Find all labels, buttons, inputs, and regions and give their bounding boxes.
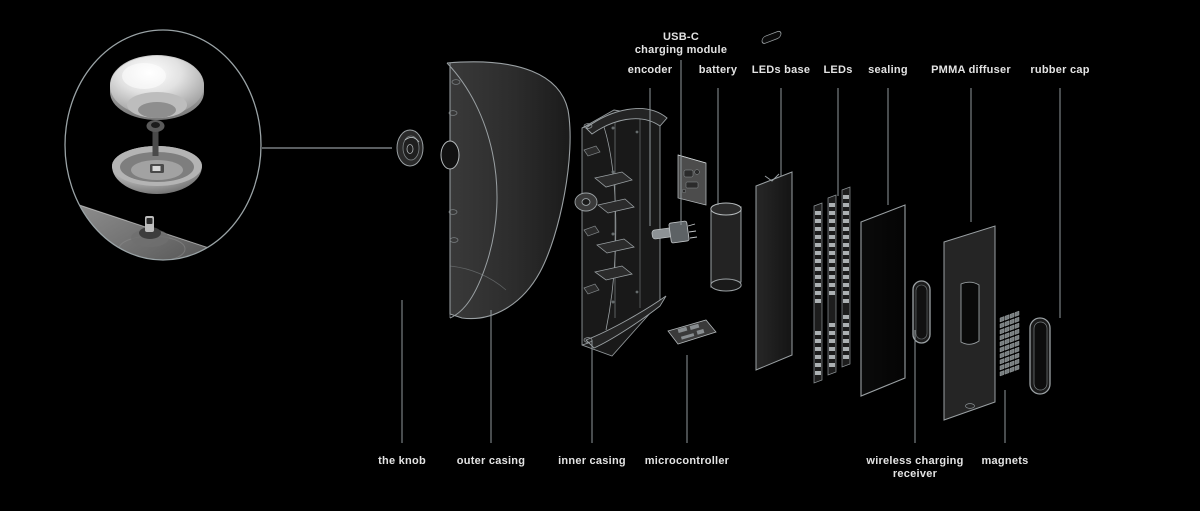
label-text-pmma: PMMA diffuser bbox=[931, 64, 1011, 76]
label-text-microcontroller: microcontroller bbox=[644, 455, 730, 467]
component-the-knob bbox=[396, 129, 424, 167]
component-wireless-charging-receiver bbox=[912, 280, 931, 344]
component-leds-base bbox=[755, 30, 793, 371]
component-leds bbox=[813, 186, 851, 384]
label-text-outer-casing: outer casing bbox=[456, 455, 526, 467]
component-encoder bbox=[651, 220, 698, 244]
label-sealing: sealing bbox=[868, 64, 908, 77]
label-inner-casing: inner casing bbox=[558, 455, 626, 468]
component-magnets bbox=[999, 310, 1020, 377]
knob-detail-magnifier bbox=[64, 29, 262, 261]
label-text-the-knob: the knob bbox=[378, 455, 426, 467]
inner-casing-encoder-seat bbox=[574, 192, 598, 212]
label-text2-wireless-rx: receiver bbox=[892, 468, 938, 480]
label-pmma: PMMA diffuser bbox=[931, 64, 1011, 77]
led-chips-2 bbox=[829, 203, 835, 367]
component-outer-casing bbox=[440, 61, 571, 320]
leader-lines bbox=[401, 60, 1061, 443]
label-text-leds-base: LEDs base bbox=[751, 64, 811, 76]
component-inner-casing bbox=[574, 108, 668, 357]
label-leds: LEDs bbox=[823, 64, 852, 77]
magnifier-ring bbox=[64, 29, 262, 261]
component-usb-c-charging-module bbox=[677, 154, 707, 206]
component-sealing bbox=[860, 204, 906, 397]
label-leds-base: LEDs base bbox=[752, 64, 811, 77]
label-text-usb-c: USB-C bbox=[662, 31, 700, 43]
component-battery bbox=[710, 202, 742, 292]
label-text-sealing: sealing bbox=[868, 64, 908, 76]
label-text-rubber-cap: rubber cap bbox=[1030, 64, 1090, 76]
label-outer-casing: outer casing bbox=[457, 455, 525, 468]
led-chips-3 bbox=[843, 195, 849, 359]
led-chips-1 bbox=[815, 211, 821, 375]
label-text-leds: LEDs bbox=[823, 64, 853, 76]
knob-base-part bbox=[112, 146, 202, 194]
knob-cap-part bbox=[110, 55, 204, 120]
label-text-inner-casing: inner casing bbox=[558, 455, 626, 467]
label-text-magnets: magnets bbox=[981, 455, 1029, 467]
knob-screw-pin bbox=[146, 120, 165, 156]
label-battery: battery bbox=[699, 64, 737, 77]
label-text-wireless-rx: wireless charging bbox=[866, 455, 964, 467]
component-microcontroller bbox=[667, 319, 717, 345]
label-text-battery: battery bbox=[698, 64, 738, 76]
label-the-knob: the knob bbox=[378, 455, 426, 468]
outer-casing-knob-hole bbox=[440, 140, 460, 170]
component-rubber-cap bbox=[1029, 317, 1051, 395]
label-text-encoder: encoder bbox=[627, 64, 673, 76]
component-pmma-diffuser bbox=[943, 225, 996, 421]
label-encoder: encoder bbox=[628, 64, 673, 77]
label-microcontroller: microcontroller bbox=[645, 455, 729, 468]
label-rubber-cap: rubber cap bbox=[1030, 64, 1089, 77]
label-magnets: magnets bbox=[982, 455, 1029, 468]
label-sub-usb-c: charging module bbox=[634, 44, 728, 56]
